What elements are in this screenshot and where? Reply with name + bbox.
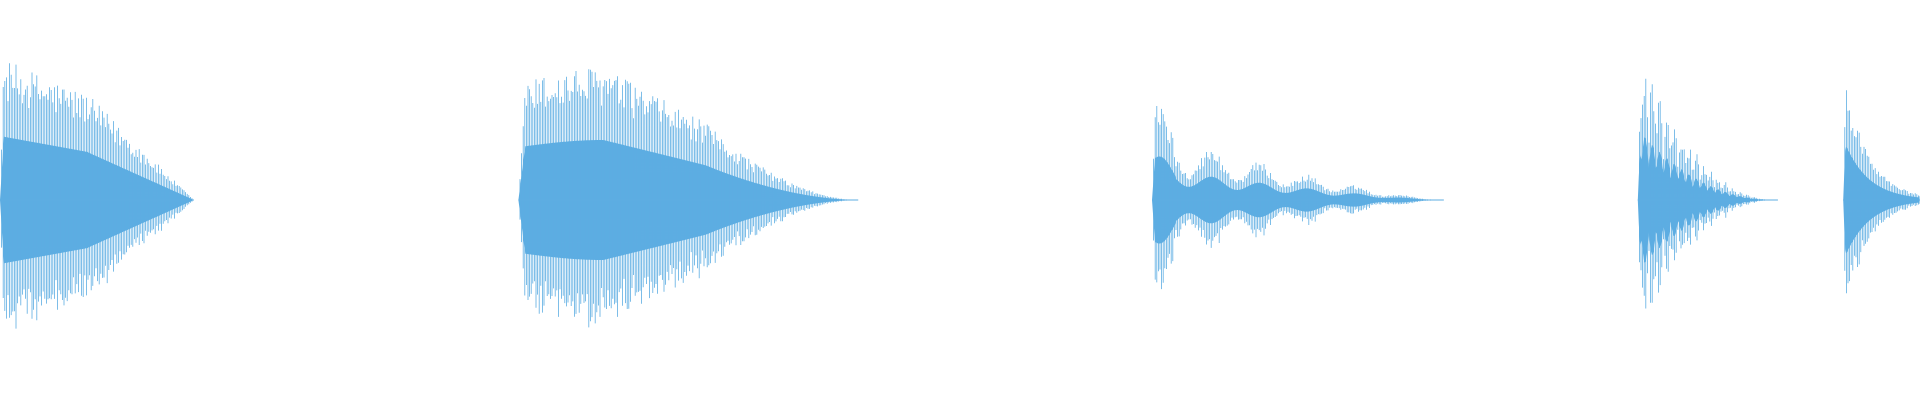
waveform-clip-clip-3[interactable]: [1152, 106, 1444, 290]
waveform-peaks: [519, 69, 855, 328]
waveform-clip-clip-2[interactable]: [518, 69, 859, 328]
waveform-peaks: [1844, 90, 1920, 294]
waveform-clip-clip-4[interactable]: [1637, 78, 1778, 309]
waveform-clip-clip-5[interactable]: [1843, 90, 1920, 294]
waveform-clip-clip-1[interactable]: [0, 63, 194, 329]
waveform-peaks: [1, 63, 194, 329]
